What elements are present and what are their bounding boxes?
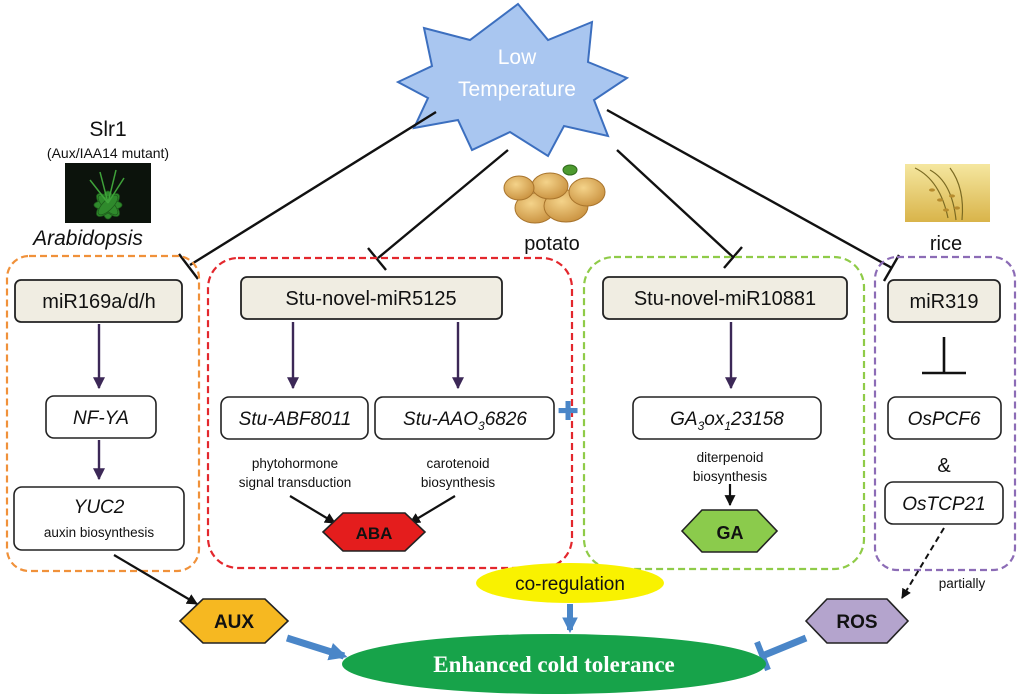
inhibition-lines	[178, 108, 901, 282]
rice-species: rice	[905, 164, 990, 255]
aba-hexagon	[321, 512, 427, 552]
ga-label: GA	[717, 523, 744, 543]
inhibit-line-arabidopsis	[189, 110, 437, 267]
ga-hexagon	[680, 509, 779, 553]
ros-hexagon	[804, 598, 910, 644]
ros-node: ROS	[804, 598, 910, 644]
aao-note-line2: biosynthesis	[421, 475, 496, 490]
blue-arrow-aux	[285, 634, 348, 661]
aux-node: AUX	[178, 598, 290, 644]
aba-label: ABA	[356, 524, 393, 543]
abf8011-label: Stu-ABF8011	[239, 409, 352, 430]
stimulus-line1: Low	[498, 46, 537, 69]
star-burst-shape	[395, 2, 630, 158]
inhibit-bar-ga	[723, 246, 743, 269]
blue-inhibit-ros	[760, 634, 808, 660]
rice-name: rice	[930, 233, 962, 255]
inhibit-line-aba	[377, 149, 509, 259]
ga3ox-box	[632, 396, 822, 440]
ospcf6-label: OsPCF6	[908, 409, 981, 430]
yuc2-label: YUC2	[74, 497, 125, 518]
plus-icon: ✚	[557, 396, 579, 426]
coregulation-label: co-regulation	[515, 574, 625, 595]
ros-label: ROS	[836, 612, 877, 633]
arabidopsis-title: Slr1	[89, 118, 126, 141]
mir169-label: miR169a/d/h	[42, 291, 155, 313]
nfya-box	[45, 395, 157, 439]
rice-module: miR319 OsPCF6 & OsTCP21 partially	[884, 279, 1004, 599]
mir5125-box	[240, 276, 503, 320]
mir319-label: miR319	[910, 291, 979, 313]
mir5125-label: Stu-novel-miR5125	[285, 288, 456, 310]
arabidopsis-plant-image	[65, 163, 151, 223]
mir10881-box	[602, 276, 848, 320]
result-ellipse	[342, 634, 766, 694]
arabidopsis-subtitle: (Aux/IAA14 mutant)	[47, 145, 169, 161]
ospcf6-box	[887, 396, 1002, 440]
yuc2-box	[13, 486, 185, 551]
ostcp21-label: OsTCP21	[902, 494, 985, 515]
abf-note-line2: signal transduction	[239, 475, 352, 490]
nfya-label: NF-YA	[73, 408, 129, 429]
stimulus-line2: Temperature	[458, 78, 576, 101]
arrow-aao-to-aba	[409, 495, 456, 524]
ga3ox-note-line1: diterpenoid	[697, 450, 764, 465]
abf-note-line1: phytohormone	[252, 456, 338, 471]
rice-image	[905, 164, 990, 222]
aao6826-box	[374, 396, 555, 440]
ga3ox-label: GA3ox123158	[670, 409, 784, 433]
low-temperature-star: Low Temperature	[395, 2, 630, 158]
coregulation-node: co-regulation	[476, 563, 664, 603]
abf8011-box	[220, 396, 369, 440]
aux-hexagon	[178, 598, 290, 644]
ga-module-border	[582, 255, 866, 571]
aao6826-label: Stu-AAO36826	[403, 409, 527, 433]
aux-label: AUX	[214, 612, 254, 633]
mir10881-label: Stu-novel-miR10881	[634, 288, 816, 310]
inhibit-bar-arabidopsis	[178, 253, 199, 280]
partially-note: partially	[939, 576, 986, 591]
ostcp21-box	[884, 481, 1004, 525]
ga-module: Stu-novel-miR10881 GA3ox123158 diterpeno…	[602, 276, 848, 553]
result-label: Enhanced cold tolerance	[433, 652, 675, 677]
mir169-box	[14, 279, 183, 323]
ga3ox-note-line2: biosynthesis	[693, 469, 768, 484]
arabidopsis-species: Slr1 (Aux/IAA14 mutant) Arabidopsis	[31, 118, 169, 250]
rice-module-border	[873, 255, 1017, 572]
inhibit-line-rice	[606, 108, 893, 270]
yuc2-note: auxin biosynthesis	[44, 525, 155, 540]
coregulation-ellipse	[476, 563, 664, 603]
and-connector: &	[937, 455, 951, 477]
arrow-yuc2-to-aux	[113, 554, 198, 605]
arabidopsis-module: miR169a/d/h NF-YA YUC2 auxin biosynthesi…	[13, 279, 185, 551]
arabidopsis-name: Arabidopsis	[31, 227, 143, 250]
potato-name: potato	[524, 233, 580, 255]
inhibit-line-ga	[616, 149, 735, 259]
aba-module: Stu-novel-miR5125 Stu-ABF8011 Stu-AAO368…	[220, 276, 555, 552]
result-node: Enhanced cold tolerance	[342, 634, 766, 694]
dashed-arrow-to-ros	[901, 527, 945, 599]
blue-inhibit-ros-bar	[754, 640, 771, 672]
aba-module-border	[206, 256, 574, 570]
inhibit-bar-rice	[882, 254, 901, 282]
arrow-abf-to-aba	[289, 495, 336, 524]
aao-note-line1: carotenoid	[426, 456, 489, 471]
potato-species: potato	[503, 164, 606, 255]
mir319-box	[887, 279, 1001, 323]
arabidopsis-module-border	[5, 254, 201, 573]
potato-image	[503, 164, 606, 224]
